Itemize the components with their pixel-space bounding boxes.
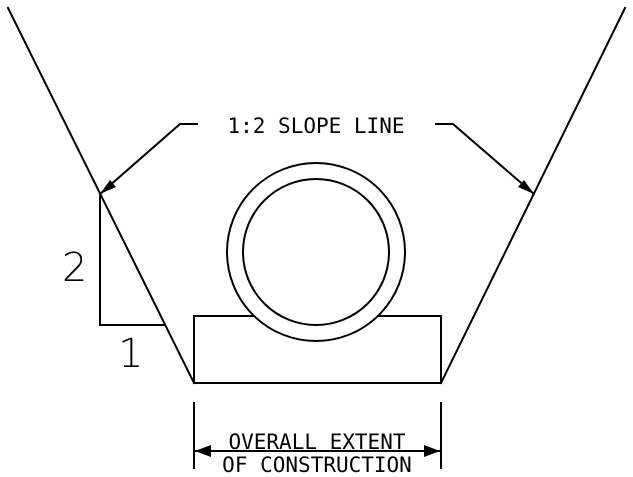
- pipe-outer-wall: [226, 162, 406, 342]
- left-leader-line: [98, 123, 198, 196]
- pipe-inner-wall: [242, 178, 390, 326]
- slope-line-callout: 1:2 SLOPE LINE: [227, 114, 404, 138]
- extent-label-line1: OVERALL EXTENT: [228, 430, 405, 454]
- slope-run-label: 1: [118, 331, 143, 377]
- left-leader-arrowhead: [100, 180, 116, 194]
- extent-right-arrowhead: [424, 445, 440, 457]
- right-leader-line: [435, 123, 536, 196]
- right-leader-arrowhead: [518, 180, 534, 194]
- extent-left-arrowhead: [195, 445, 211, 457]
- extent-label-line2: OF CONSTRUCTION: [222, 453, 412, 477]
- right-slope-line: [439, 6, 627, 385]
- slope-rise-label: 2: [62, 245, 87, 291]
